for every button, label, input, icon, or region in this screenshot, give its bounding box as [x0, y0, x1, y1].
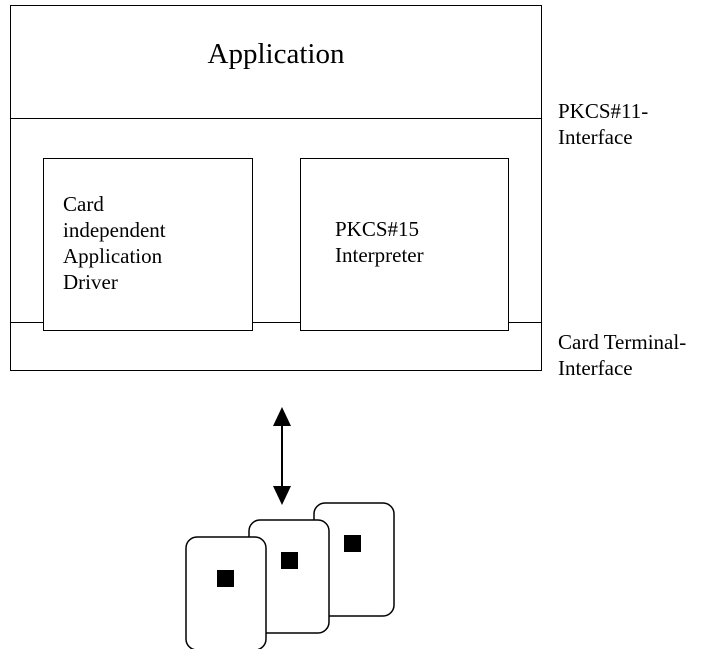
- application-driver-label-line-3: Application: [63, 244, 163, 268]
- pkcs11-interface-label-line-1: PKCS#11-: [558, 99, 649, 123]
- card-terminal-interface-divider: [10, 322, 542, 323]
- pkcs15-interpreter-box: [300, 158, 509, 331]
- pkcs11-interface-divider: [10, 118, 542, 119]
- application-driver-label-line-4: Driver: [63, 270, 118, 294]
- pkcs15-interpreter-label: PKCS#15 Interpreter: [335, 216, 424, 268]
- card-terminal-interface-label: Card Terminal- Interface: [558, 329, 686, 381]
- card-terminal-interface-label-line-2: Interface: [558, 356, 633, 380]
- pkcs15-interpreter-label-line-2: Interpreter: [335, 243, 424, 267]
- pkcs15-interpreter-label-line-1: PKCS#15: [335, 217, 420, 241]
- application-layer-label: Application: [207, 38, 345, 70]
- bidirectional-arrow-icon: [273, 407, 291, 505]
- pkcs11-interface-label-line-2: Interface: [558, 125, 633, 149]
- pkcs11-interface-label: PKCS#11- Interface: [558, 98, 648, 150]
- card-terminal-interface-label-line-1: Card Terminal-: [558, 330, 687, 354]
- card-chip-icon: [344, 535, 361, 552]
- application-driver-box: [43, 158, 253, 331]
- smart-card-icon-front: [185, 536, 267, 649]
- application-driver-label-line-1: Card: [63, 192, 104, 216]
- card-chip-icon: [217, 570, 234, 587]
- application-driver-label-line-2: independent: [63, 218, 166, 242]
- card-chip-icon: [281, 552, 298, 569]
- smart-card-icon-middle: [248, 519, 330, 634]
- application-driver-label: Card independent Application Driver: [63, 191, 166, 295]
